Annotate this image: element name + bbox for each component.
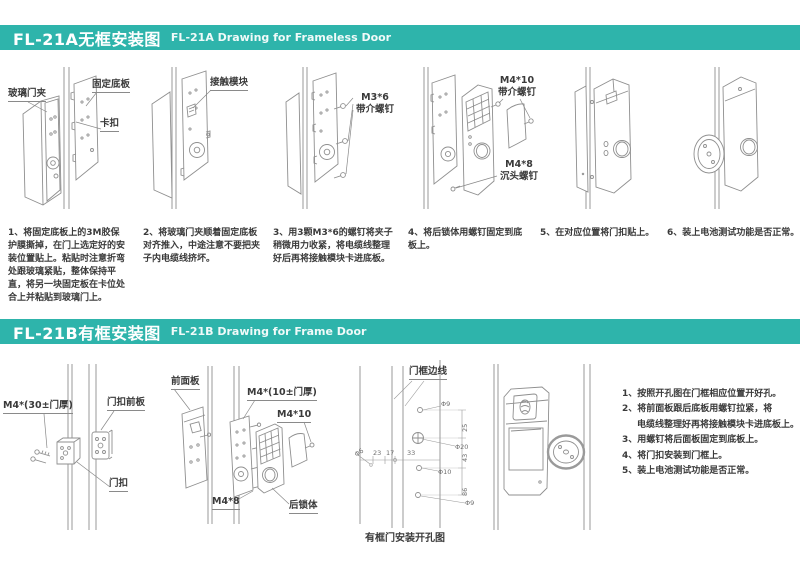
label-m4x10-screw: M4*10 带介螺钉 [494, 75, 540, 99]
label-clip: 卡扣 [100, 118, 120, 132]
section-b-steps: 1、按照开孔图在门框相应位置开好孔。 2、将前面板跟后底板用螺钉拉紧，将 电缆线… [622, 387, 800, 479]
label-m4x10-frame: M4*10 [277, 409, 312, 423]
diagram-a1-glass-clamp-art [22, 67, 102, 209]
label-m4x8-type: 沉头螺钉 [499, 170, 538, 182]
label-m4-10-door-thickness: M4*(10±门厚) [247, 387, 317, 401]
label-m4x10-size: M4*10 [499, 75, 535, 86]
step-a6-text: 6、装上电池测试功能是否正常。 [667, 228, 800, 238]
label-m4-30-door-thickness: M4*(30±门厚) [3, 400, 73, 414]
hole-callout-phi9-top: Φ9 [441, 400, 451, 408]
label-fixed-base-plate: 固定底板 [92, 79, 131, 93]
dim-vertical-43: 43 [461, 453, 469, 462]
step-a3-text: 3、用3颗M3*6的螺钉将夹子稍微用力收紧，将电缆线整理好后再将接触模块卡进底板… [273, 228, 393, 264]
label-m3x6-size: M3*6 [361, 92, 389, 103]
step-b5-text: 5、装上电池测试功能是否正常。 [622, 466, 755, 477]
diagram-b1-door-catch-art [30, 364, 115, 530]
label-rear-lock-body: 后锁体 [289, 500, 318, 514]
section-b-title-en: FL-21B Drawing for Frame Door [170, 325, 367, 338]
diagram-b3-drill-template-art [357, 360, 466, 528]
step-b4-text: 4、将门扣安装到门框上。 [622, 450, 728, 461]
step-b3-text: 3、用螺钉将后面板固定到底板上。 [622, 435, 764, 446]
step-b2-text-line1: 2、将前面板跟后底板用螺钉拉紧，将 [622, 404, 773, 415]
section-b-title-zh: FL-21B有框安装图 [13, 323, 161, 343]
label-m3x6-type: 带介螺钉 [355, 103, 394, 115]
diagram-b2-exploded-art [173, 366, 315, 524]
dim-horizontal-23: 23 [373, 449, 382, 457]
label-frame-edge-line: 门框边线 [409, 366, 448, 380]
label-glass-clamp: 玻璃门夹 [8, 88, 47, 102]
step-a2-text: 2、将玻璃门夹顺着固定底板对齐推入，中途注意不要把夹子内电缆线挤坏。 [143, 228, 261, 264]
dim-horizontal-33: 33 [407, 449, 416, 457]
label-catch-front-plate: 门扣前板 [107, 397, 146, 411]
label-m3x6-screw: M3*6 带介螺钉 [352, 92, 398, 116]
step-b1-text: 1、按照开孔图在门框相应位置开好孔。 [622, 389, 782, 399]
label-front-panel: 前面板 [171, 376, 200, 390]
label-m4x8-frame: M4*8 [212, 496, 240, 510]
hole-callout-phi9-bottom: Φ9 [465, 499, 475, 507]
diagram-b4-assembled-frame-art [493, 364, 591, 530]
dim-vertical-25: 25 [461, 423, 469, 432]
diagram-a2-contact-module-art [151, 67, 212, 209]
section-a-header-bar: FL-21A无框安装图 FL-21A Drawing for Frameless… [0, 25, 800, 50]
label-door-catch: 门扣 [109, 478, 129, 492]
step-a5-text: 5、在对应位置将门扣贴上。 [540, 228, 655, 238]
diagram-a3-screws-art [285, 67, 354, 209]
label-contact-module: 接触模块 [210, 77, 249, 91]
diagram-a4-lock-body-art [423, 67, 534, 209]
section-a-title-zh: FL-21A无框安装图 [13, 29, 161, 49]
hole-callout-phi10: Φ10 [438, 468, 452, 476]
diagram-a5-assembled-art [574, 67, 632, 209]
step-a1-text: 1、将固定底板上的3M胶保护膜撕掉，在门上选定好的安装位置贴上。粘贴时注意折弯处… [8, 228, 126, 303]
label-m4x8-size: M4*8 [505, 159, 533, 170]
drill-diagram-caption: 有框门安装开孔图 [365, 533, 445, 544]
dim-vertical-86: 86 [461, 487, 469, 496]
section-b-header-bar: FL-21B有框安装图 FL-21B Drawing for Frame Doo… [0, 319, 800, 344]
step-b2-text-line2: 电缆线整理好再将接触模块卡进底板上。 [637, 419, 800, 430]
label-m4x8-screw: M4*8 沉头螺钉 [497, 159, 541, 183]
diagram-a6-with-catch-art [693, 67, 759, 209]
label-m4x10-type: 带介螺钉 [497, 86, 536, 98]
section-a-title-en: FL-21A Drawing for Frameless Door [170, 31, 392, 44]
hole-callout-phi20: Φ20 [455, 443, 469, 451]
step-a4-text: 4、将后锁体用螺钉固定到底板上。 [408, 228, 523, 251]
dim-horizontal-17: 17 [386, 449, 395, 457]
